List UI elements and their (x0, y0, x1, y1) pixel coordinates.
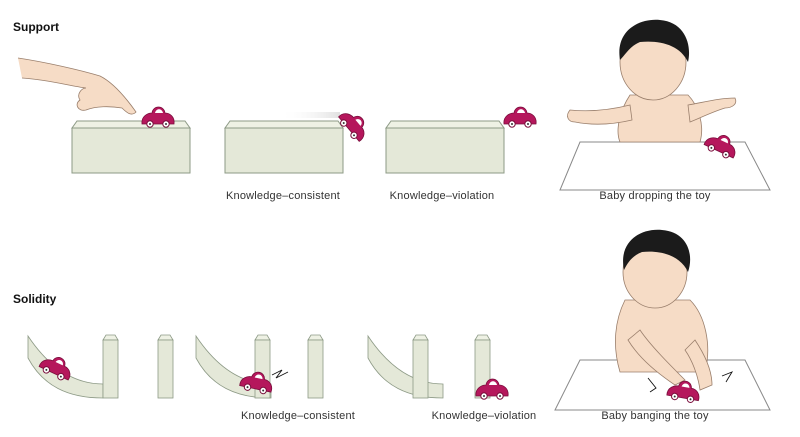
hair (623, 229, 691, 272)
label-solidity-consistent: Knowledge–consistent (240, 410, 356, 422)
toy-car-icon (141, 106, 175, 128)
section-title-support: Support (13, 20, 59, 34)
solidity-demo (27, 334, 174, 399)
floating-car-icon (503, 106, 537, 128)
label-baby-dropping: Baby dropping the toy (599, 190, 711, 202)
label-support-consistent: Knowledge–consistent (225, 190, 341, 202)
section-title-solidity: Solidity (13, 292, 57, 306)
hand-icon (17, 57, 137, 115)
support-consistent (224, 105, 373, 174)
impact-icon (647, 371, 734, 393)
label-solidity-violation: Knowledge–violation (431, 410, 537, 422)
solidity-consistent (195, 334, 324, 399)
impact-icon (271, 369, 289, 379)
hair (619, 19, 690, 62)
support-demo (17, 57, 191, 174)
baby-banging-toy (554, 229, 771, 411)
label-baby-banging: Baby banging the toy (601, 410, 709, 422)
baby-dropping-toy (559, 19, 771, 191)
label-support-violation: Knowledge–violation (389, 190, 495, 202)
support-violation (385, 106, 537, 174)
solidity-violation (367, 334, 509, 400)
